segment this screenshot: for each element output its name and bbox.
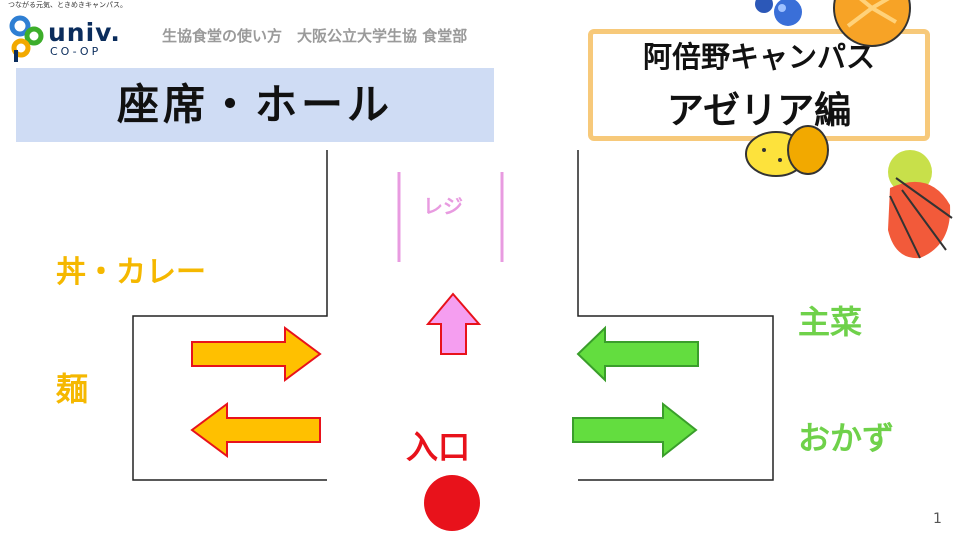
register-marker: [397, 172, 504, 262]
logo-tagline: つながる元気、ときめきキャンパス。: [8, 1, 127, 9]
logo-subtext: CO-OP: [50, 45, 102, 58]
orange-icon: [833, 0, 911, 47]
arrow-left-icon: [190, 402, 321, 458]
arrow-right-icon: [572, 401, 698, 459]
arrow-left-icon: [576, 325, 699, 383]
label-register: レジ: [423, 194, 463, 218]
campus-name: 阿倍野キャンパス: [642, 40, 875, 74]
page-title: 座席・ホール: [116, 80, 393, 129]
logo-text: univ.: [48, 18, 121, 47]
apple-icon: [888, 150, 953, 259]
page-number: 1: [933, 511, 942, 527]
coop-logo-icon: [9, 15, 44, 62]
campus-edition: アゼリア編: [666, 89, 852, 132]
fruit-decoration: [745, 0, 953, 259]
label-don-curry: 丼・カレー: [56, 255, 206, 290]
berry-icon: [755, 0, 802, 26]
title-background: [16, 68, 494, 142]
label-entrance: 入口: [406, 428, 471, 466]
arrow-right-icon: [191, 326, 322, 382]
label-noodles: 麺: [56, 370, 89, 408]
label-side-dish: おかず: [798, 419, 895, 457]
floor-walls: [132, 150, 774, 481]
label-main-dish: 主菜: [798, 303, 863, 341]
entrance-dot: [424, 475, 480, 531]
header-subtitle: 生協食堂の使い方 大阪公立大学生協 食堂部: [162, 27, 468, 45]
arrow-up-icon: [425, 292, 482, 355]
lemon-icon: [745, 125, 829, 177]
